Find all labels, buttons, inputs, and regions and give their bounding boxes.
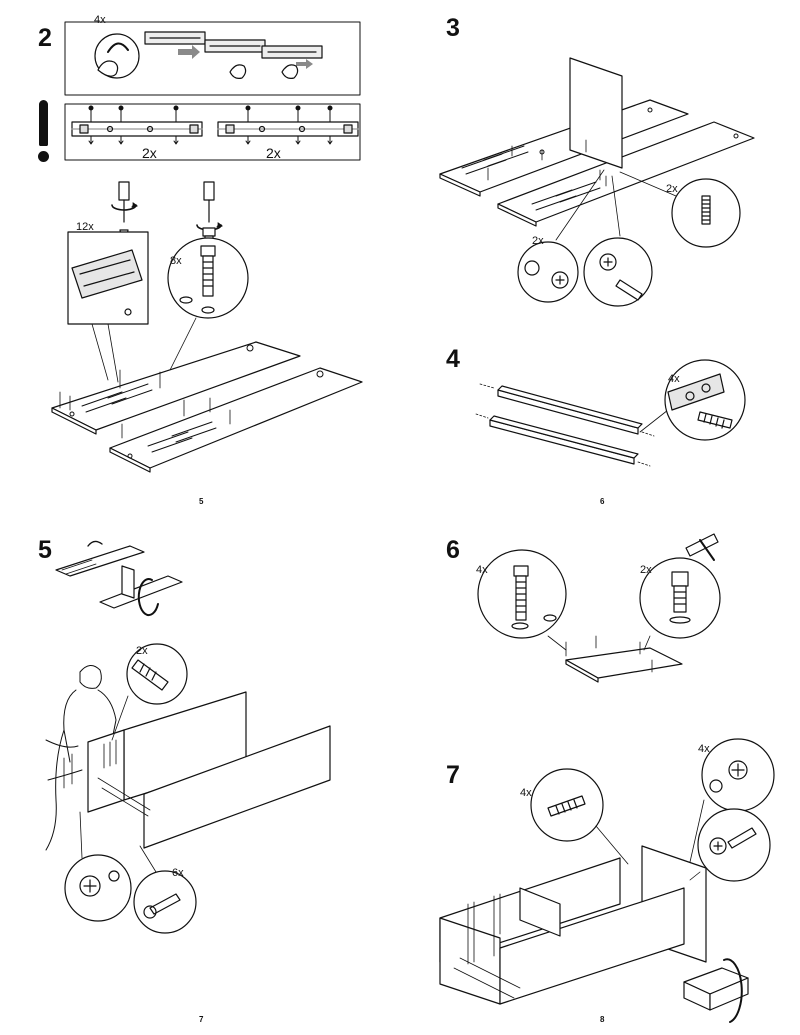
push-arrow-icon [178,45,200,59]
page-number: 5 [199,497,204,506]
frame-front-panel [143,725,331,849]
slide-insertion-panel [64,21,361,96]
frame-front-panel [499,887,685,1005]
step-2-illustration [51,21,363,473]
panel-rail-parts [69,344,324,459]
step-5-illustration [45,540,331,934]
panel-flip-small [55,545,145,577]
quantity-label: 2x [266,145,281,161]
dowel-part [701,195,711,225]
panel-rail-parts [461,107,739,211]
panel-flip-base [99,575,183,609]
quantity-label: 2x [142,145,157,161]
rail-right-assembly [217,121,359,137]
quantity-label: 2x [532,235,544,247]
screwdriver-icon [196,181,223,231]
slide-rail-right [261,45,323,59]
exclamation-icon [37,100,51,164]
dowel-part [131,659,169,691]
person-figure [45,665,117,851]
step-number-7: 7 [446,761,460,789]
page-number: 6 [600,497,605,506]
quantity-label: 2x [136,645,148,657]
quantity-label: 4x [520,787,532,799]
step-6-illustration [477,533,721,683]
quantity-label: 4x [698,743,710,755]
hammer-icon [685,533,719,557]
hand-icon [97,60,119,77]
detail-circle [583,237,653,307]
hand-icon [229,64,247,79]
step-number-5: 5 [38,536,52,564]
screw-markers [59,369,231,439]
rotate-arrow-icon [137,578,159,617]
screwdriver-icon [727,827,757,849]
rail-left-assembly [71,121,203,137]
quantity-label: 8x [170,255,182,267]
frame-divider [519,887,561,937]
step-number-3: 3 [446,14,460,42]
quantity-label: 4x [94,14,106,26]
flip-box-illustration [683,958,749,1023]
step-number-6: 6 [446,536,460,564]
slide-rail-mid [204,39,266,53]
panel-flip-upright [121,565,135,599]
quantity-label: 12x [76,221,94,233]
detail-circle [94,33,140,79]
quantity-label: 6x [172,867,184,879]
hand-icon [281,64,299,79]
rail-orientation-panel [64,103,361,161]
page-number: 8 [600,1015,605,1024]
step-number-4: 4 [446,345,460,373]
screwdriver-icon [149,893,181,915]
screw-markers [88,105,333,145]
quantity-label: 2x [640,564,652,576]
step-3-illustration [439,57,755,307]
step-number-2: 2 [38,24,52,52]
upright-panel [569,57,623,169]
push-arrow-icon [296,59,313,69]
screwdriver-icon [615,279,643,301]
cap-part [671,571,689,587]
screwdriver-icon [111,181,138,223]
page-number: 7 [199,1015,204,1024]
quantity-label: 4x [476,564,488,576]
step-4-illustration [475,359,746,467]
quantity-label: 4x [668,373,680,385]
rotate-arrow-icon [723,958,743,1023]
slide-rail-left [144,31,206,45]
frame-side-panel [87,729,125,813]
step-7-illustration [439,738,775,1023]
quantity-label: 2x [666,183,678,195]
